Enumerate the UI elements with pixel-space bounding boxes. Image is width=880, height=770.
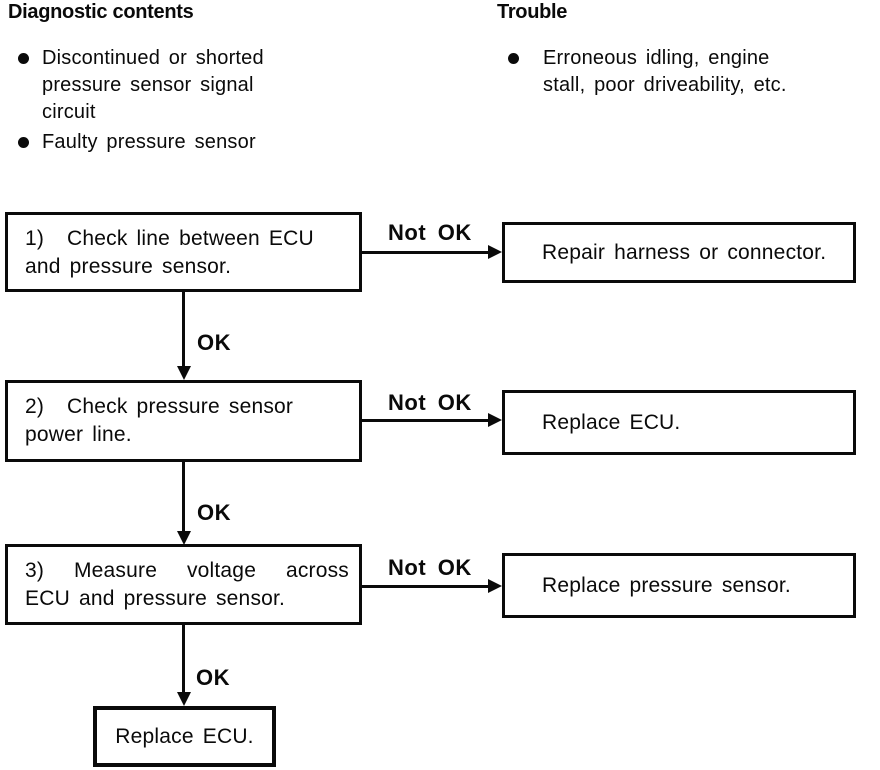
arrow-down-icon (177, 692, 191, 706)
step-1-number: 1) (25, 227, 45, 250)
step-2-line-2: power line. (25, 423, 132, 446)
ok-connector-line-1 (182, 292, 185, 368)
step-3-number: 3) (25, 559, 45, 582)
not-ok-connector-line-3 (362, 585, 490, 588)
action-3-text: Replace pressure sensor. (542, 573, 791, 597)
diagnostic-contents-title: Diagnostic contents (8, 1, 194, 23)
trouble-title: Trouble (497, 1, 568, 23)
step-3-text: Measure voltage across (73, 559, 349, 582)
action-box-2: Replace ECU. (502, 390, 856, 455)
list-item: Erroneous idling, engine stall, poor dri… (508, 45, 808, 99)
ok-label-1: OK (197, 330, 231, 355)
arrow-right-icon (488, 413, 502, 427)
action-box-1: Repair harness or connector. (502, 222, 856, 283)
ok-connector-line-2 (182, 462, 185, 533)
step-3-line-1: 3) Measure voltage across (25, 557, 349, 585)
arrow-down-icon (177, 366, 191, 380)
action-2-text: Replace ECU. (542, 410, 681, 434)
not-ok-connector-line-2 (362, 419, 490, 422)
step-2-line-1: 2) Check pressure sensor (25, 393, 349, 421)
step-1-line-1: 1) Check line between ECU (25, 225, 349, 253)
bullet-icon (18, 137, 29, 148)
list-item: Faulty pressure sensor (18, 129, 292, 156)
step-box-1: 1) Check line between ECU and pressure se… (5, 212, 362, 292)
arrow-right-icon (488, 579, 502, 593)
step-1-line-2: and pressure sensor. (25, 255, 232, 278)
ok-connector-line-3 (182, 625, 185, 694)
step-2-number: 2) (25, 395, 45, 418)
bullet-icon (18, 53, 29, 64)
diagnostic-item-text: Discontinued or shorted pressure sensor … (42, 47, 264, 123)
action-1-text: Repair harness or connector. (542, 240, 827, 264)
ok-label-3: OK (196, 665, 230, 690)
trouble-list: Erroneous idling, engine stall, poor dri… (508, 45, 808, 102)
ok-label-2: OK (197, 500, 231, 525)
step-box-2: 2) Check pressure sensor power line. (5, 380, 362, 462)
final-action-text: Replace ECU. (115, 724, 254, 748)
final-action-box: Replace ECU. (93, 706, 276, 767)
arrow-right-icon (488, 245, 502, 259)
step-3-line-2: ECU and pressure sensor. (25, 587, 286, 610)
not-ok-connector-line-1 (362, 251, 490, 254)
diagnostic-contents-list: Discontinued or shorted pressure sensor … (18, 45, 292, 159)
step-2-text: Check pressure sensor (67, 395, 294, 418)
not-ok-label-2: Not OK (388, 390, 472, 415)
trouble-item-text: Erroneous idling, engine stall, poor dri… (543, 47, 787, 96)
step-1-text: Check line between ECU (67, 227, 314, 250)
not-ok-label-3: Not OK (388, 555, 472, 580)
arrow-down-icon (177, 531, 191, 545)
action-box-3: Replace pressure sensor. (502, 553, 856, 618)
bullet-icon (508, 53, 519, 64)
not-ok-label-1: Not OK (388, 220, 472, 245)
list-item: Discontinued or shorted pressure sensor … (18, 45, 292, 126)
step-box-3: 3) Measure voltage across ECU and pressu… (5, 544, 362, 625)
diagnostic-item-text: Faulty pressure sensor (42, 131, 256, 153)
